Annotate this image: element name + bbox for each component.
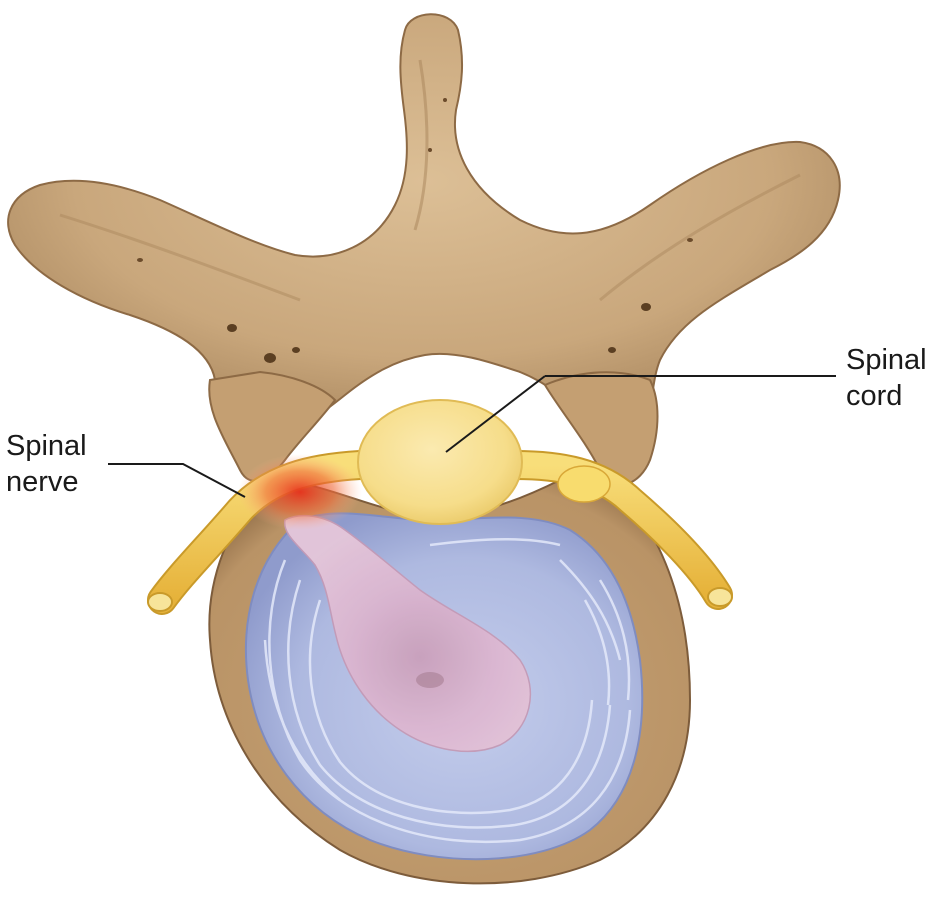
leader-line-spinal-cord [445,375,546,453]
label-spinal-cord: Spinal cord [846,342,927,414]
vertebral-arch [7,13,841,434]
label-spinal-nerve-line1: Spinal [6,430,87,462]
nerve-compression-inflammation [238,454,362,530]
nucleus-pulposus-herniation [284,514,532,753]
label-spinal-nerve: Spinal nerve [6,428,87,500]
label-spinal-nerve-line2: nerve [6,466,79,498]
leader-line-spinal-nerve [108,463,246,498]
spinal-cord [357,399,523,525]
label-spinal-cord-line1: Spinal [846,344,927,376]
nucleus-center [416,672,444,688]
spinal-nerve-right [500,450,733,610]
label-spinal-cord-line2: cord [846,380,903,412]
